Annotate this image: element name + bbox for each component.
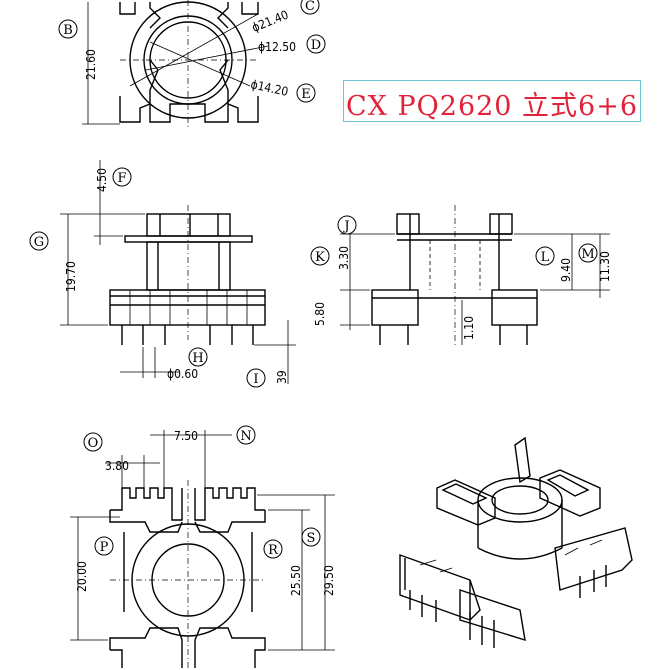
dim-k: 5.80 (313, 302, 327, 326)
svg-text:H: H (192, 351, 203, 366)
dim-s: 29.50 (322, 565, 336, 596)
svg-text:M: M (581, 247, 594, 262)
dim-l: 9.40 (559, 258, 573, 282)
dim-m: 11.30 (598, 251, 612, 282)
dim-d: ϕ12.50 (258, 40, 296, 54)
dim-t: 1.10 (462, 316, 476, 340)
dim-j: 3.30 (337, 246, 351, 270)
svg-text:O: O (88, 436, 99, 451)
callout-r: R (263, 539, 283, 559)
callout-l: L (535, 246, 555, 266)
callout-e: E (296, 83, 316, 103)
callout-f: F (112, 167, 132, 187)
dim-p: 20.00 (75, 561, 89, 592)
callout-s: S (301, 527, 321, 547)
svg-text:C: C (305, 0, 315, 14)
dim-o: 3.80 (105, 459, 129, 473)
dim-i: 39 (275, 370, 289, 384)
callout-k: K (310, 246, 330, 266)
dim-g: 19.70 (64, 261, 78, 292)
callout-d: D (306, 34, 326, 54)
isometric-view (399, 436, 633, 648)
svg-text:K: K (315, 250, 325, 265)
svg-text:D: D (311, 38, 321, 53)
callout-n: N (236, 425, 256, 445)
front-view: 19.70 4.50 ϕ0.60 39 (60, 160, 296, 384)
dim-r: 25.50 (289, 565, 303, 596)
svg-text:B: B (63, 23, 73, 38)
title-box (343, 80, 641, 122)
callout-i: I (246, 368, 266, 388)
top-view: 21.60 ϕ21.40 ϕ12.50 ϕ14.20 (82, 0, 296, 128)
svg-text:J: J (342, 219, 349, 234)
dim-b: 21.60 (84, 49, 98, 80)
svg-text:P: P (100, 540, 109, 555)
callout-g: G (29, 231, 49, 251)
svg-text:F: F (117, 171, 126, 186)
svg-text:L: L (541, 250, 550, 265)
svg-text:S: S (307, 531, 316, 546)
dim-f: 4.50 (95, 168, 109, 192)
dim-e: ϕ14.20 (249, 77, 289, 99)
side-view: 3.30 5.80 9.40 11.30 1.10 (313, 205, 612, 345)
svg-text:E: E (301, 87, 311, 102)
callout-o: O (83, 432, 103, 452)
svg-text:N: N (240, 429, 251, 444)
callout-m: M (578, 243, 598, 263)
callout-h: H (188, 347, 208, 367)
dim-c: ϕ21.40 (250, 8, 291, 35)
callout-p: P (94, 536, 114, 556)
part-title: CX PQ2620 立式6+6 (346, 91, 639, 122)
bottom-view: 7.50 3.80 20.00 25.50 29.50 (70, 429, 336, 668)
callout-c: C (300, 0, 320, 15)
callout-b: B (58, 19, 78, 39)
dim-h: ϕ0.60 (167, 367, 198, 381)
svg-text:I: I (253, 372, 258, 387)
dim-n: 7.50 (174, 429, 198, 443)
svg-text:G: G (34, 235, 44, 250)
svg-text:R: R (268, 543, 279, 558)
callout-j: J (337, 215, 357, 235)
